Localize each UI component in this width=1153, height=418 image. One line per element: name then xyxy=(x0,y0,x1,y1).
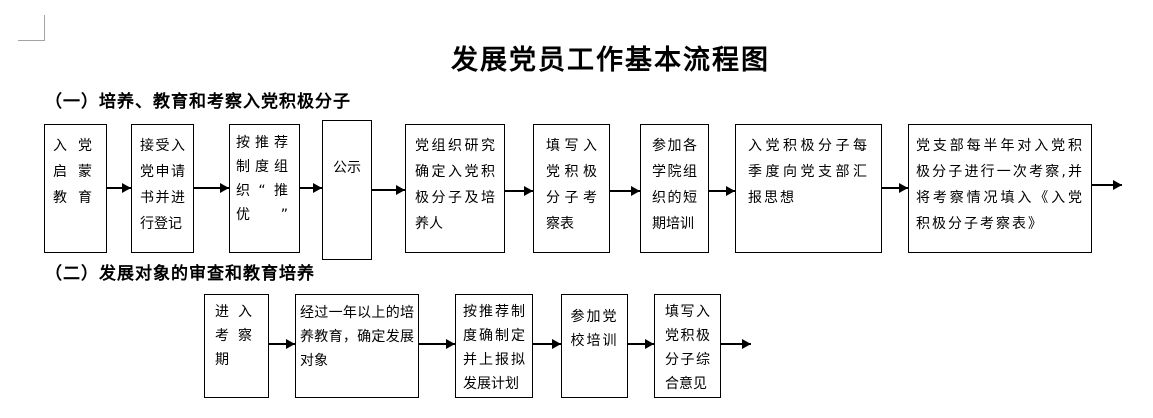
flow-step-fill-observation-form: 填写入党积极分子考察表 xyxy=(533,124,610,253)
flow-arrow-right-icon xyxy=(107,183,131,193)
flow-arrow-exit-icon xyxy=(1092,180,1122,190)
flow-arrow-right-icon xyxy=(882,183,908,193)
flow-arrow-right-icon xyxy=(419,339,455,349)
flow-arrow-right-icon xyxy=(269,339,295,349)
flow-step-recommend-excellent: 按推荐制度组织“推优” xyxy=(229,124,300,253)
page-corner-mark-vertical xyxy=(44,15,45,41)
flow-arrow-right-icon xyxy=(300,183,322,193)
section-2-heading: （二）发展对象的审查和教育培养 xyxy=(45,264,315,284)
page-title: 发展党员工作基本流程图 xyxy=(451,45,770,76)
flow-step-short-term-training: 参加各学院组织的短期培训 xyxy=(640,124,709,253)
flow-step-quarterly-thought-report: 入党积极分子每季度向党支部汇报思想 xyxy=(735,124,882,253)
flow-arrow-right-icon xyxy=(533,339,561,349)
flow-arrow-right-icon xyxy=(505,186,533,196)
flow-step-one-year-cultivation: 经过一年以上的培养教育，确定发展对象 xyxy=(295,294,419,398)
flow-arrow-exit-icon xyxy=(721,339,751,349)
flow-arrow-right-icon xyxy=(628,339,654,349)
flow-step-determine-activists: 党组织研究确定入党积极分子及培养人 xyxy=(405,124,505,253)
flow-step-comprehensive-opinion-form: 填写入党积极分子综合意见 xyxy=(654,294,721,398)
flow-step-report-development-plan: 按推荐制度确制定并上报拟发展计划 xyxy=(455,294,533,398)
flow-arrow-right-icon xyxy=(372,185,405,195)
flow-arrow-right-icon xyxy=(194,183,229,193)
flow-step-enlightenment-education: 入党启蒙教育 xyxy=(44,124,107,253)
flow-step-enter-observation-period: 进入考察期 xyxy=(204,294,269,398)
flow-arrow-right-icon xyxy=(610,186,640,196)
flow-step-public-notice: 公示 xyxy=(322,120,372,260)
flow-step-accept-application: 接受入党申请书并进行登记 xyxy=(131,124,194,253)
page-corner-mark-horizontal xyxy=(18,40,45,41)
section-1-heading: （一）培养、教育和考察入党积极分子 xyxy=(45,92,351,112)
flow-step-party-school-training: 参加党校培训 xyxy=(561,294,628,398)
flow-arrow-right-icon xyxy=(709,186,735,196)
flow-step-semiannual-review: 党支部每半年对入党积极分子进行一次考察,并将考察情况填入《入党积极分子考察表》 xyxy=(908,124,1092,253)
